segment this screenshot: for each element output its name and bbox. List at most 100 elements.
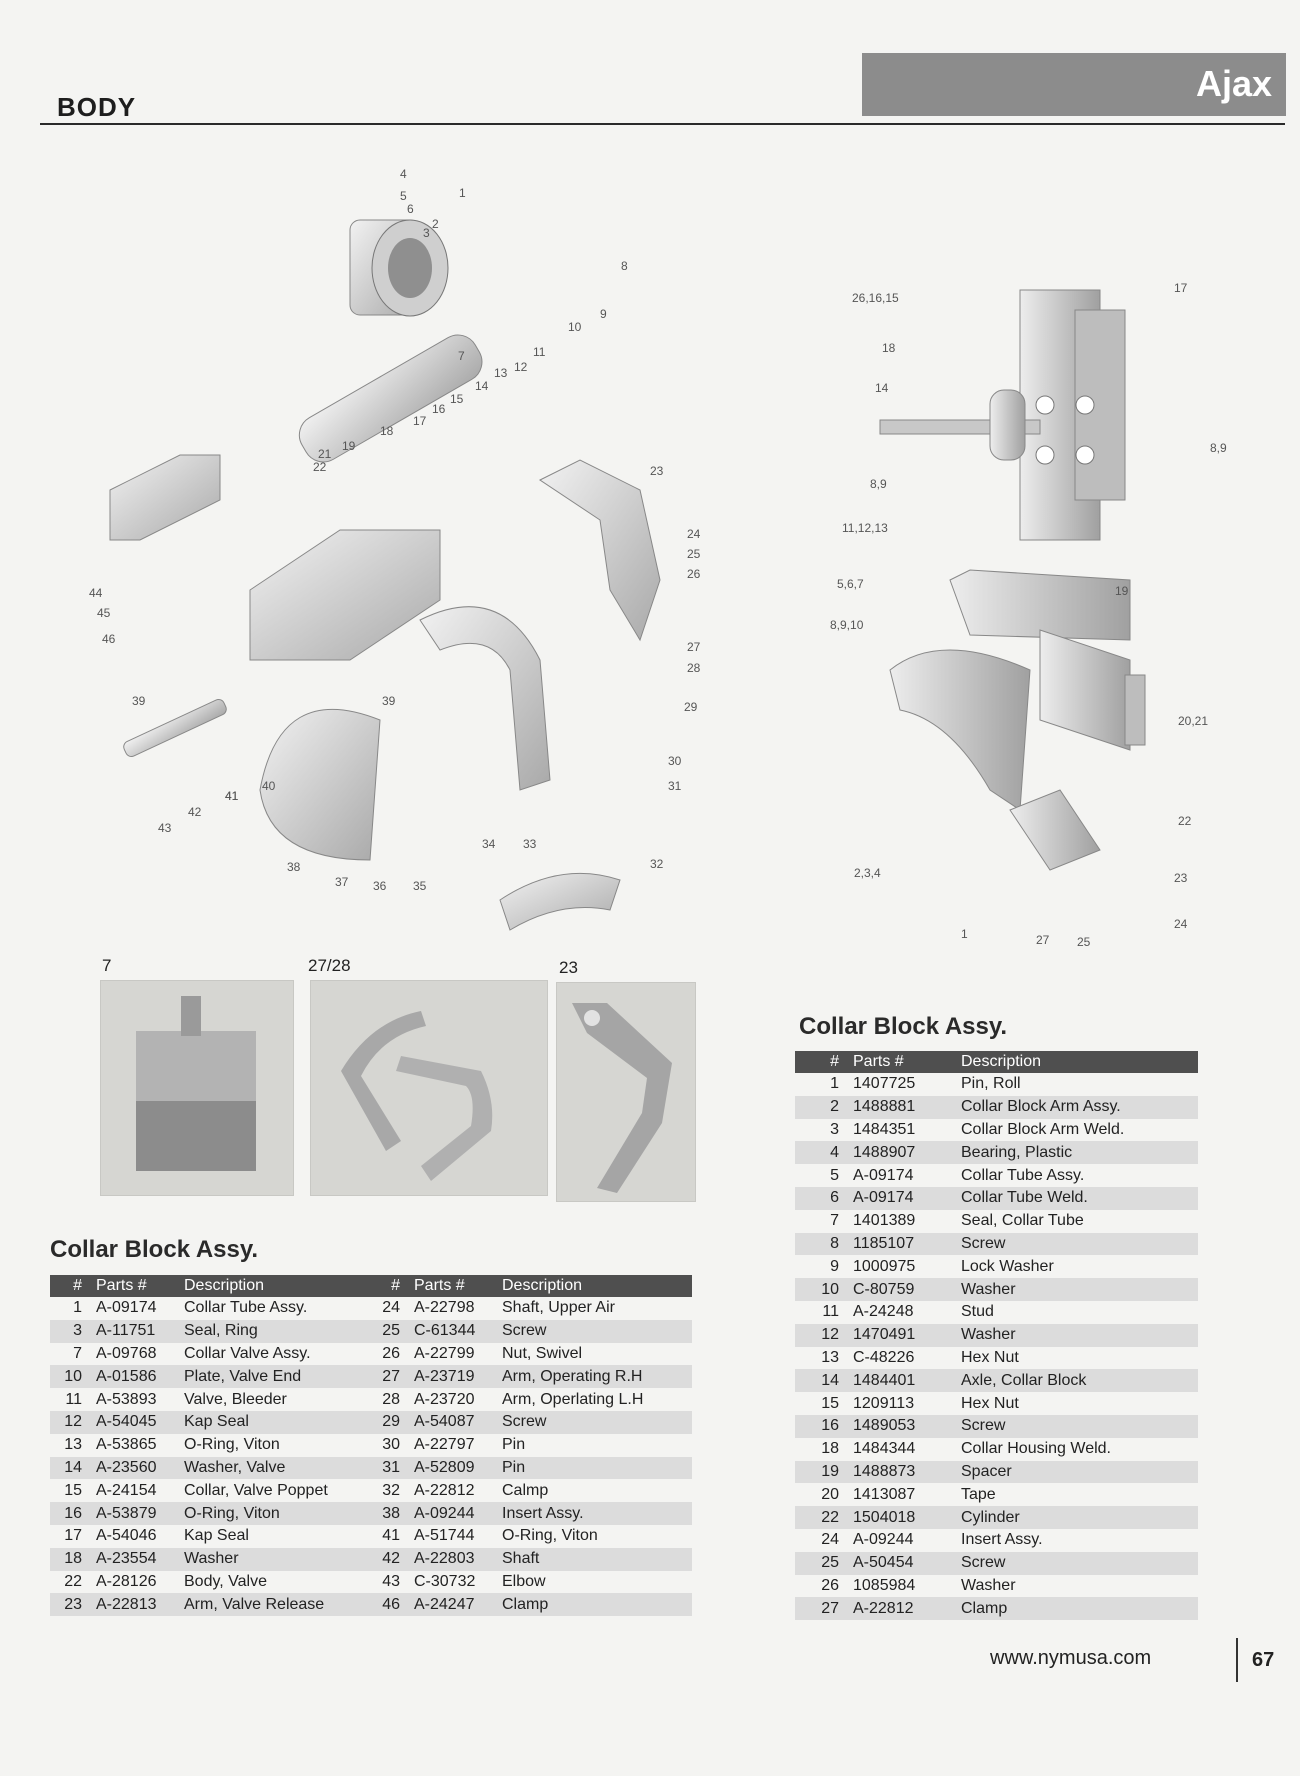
table-cell: Collar Block Arm Weld.	[961, 1120, 1125, 1138]
table-cell: Kap Seal	[180, 1410, 368, 1434]
table-cell: 5	[830, 1166, 839, 1184]
table-cell: A-22812	[414, 1481, 475, 1499]
table-cell: Collar Block Arm Assy.	[957, 1095, 1198, 1119]
table-cell: Screw	[957, 1551, 1198, 1575]
footer-url[interactable]: www.nymusa.com	[990, 1647, 1152, 1669]
callout-label: 21	[318, 447, 332, 461]
table-cell: C-61344	[410, 1319, 498, 1343]
table-cell: A-22797	[414, 1436, 475, 1454]
table-cell: 25	[795, 1551, 849, 1575]
table-cell: A-22812	[849, 1597, 957, 1621]
table-cell: Hex Nut	[961, 1394, 1019, 1412]
table-cell: A-23720	[414, 1390, 475, 1408]
callout-label: 23	[650, 464, 664, 478]
table-cell: A-22803	[410, 1547, 498, 1571]
table-cell: Nut, Swivel	[502, 1344, 583, 1362]
callout-label: 3	[423, 226, 430, 240]
table-cell: 1470491	[849, 1323, 957, 1347]
operating-arms-part	[419, 606, 551, 791]
valve-body-part	[298, 334, 483, 463]
table-cell: 38	[368, 1502, 410, 1525]
table-cell: A-09174	[849, 1186, 957, 1210]
photo-operating-arms	[310, 980, 548, 1196]
table-cell: Shaft, Upper Air	[502, 1299, 615, 1317]
callout-label: 11	[533, 345, 546, 359]
table-cell: 10	[50, 1365, 92, 1389]
table-cell: 13	[821, 1348, 839, 1366]
callout-label: 11,12,13	[842, 521, 888, 535]
callout-label: 5	[400, 189, 407, 203]
callout-label: 28	[687, 661, 701, 675]
table-cell: Pin	[502, 1436, 526, 1454]
column-header: Description	[957, 1051, 1198, 1073]
table-cell: C-48226	[853, 1348, 915, 1366]
photo-label: 27/28	[308, 956, 351, 975]
table-cell: A-09768	[96, 1344, 157, 1362]
table-cell: A-09174	[853, 1166, 914, 1184]
table-cell: 1209113	[853, 1394, 915, 1412]
callout-label: 2,3,4	[854, 866, 881, 880]
callout-label: 13	[494, 366, 508, 380]
cylinder-part	[1039, 629, 1146, 751]
table-cell: A-11751	[92, 1319, 180, 1343]
table-cell: Collar Tube Weld.	[957, 1186, 1198, 1210]
table-cell: Plate, Valve End	[180, 1365, 368, 1389]
table-cell: A-53893	[96, 1390, 157, 1408]
table-cell: O-Ring, Viton	[502, 1527, 598, 1545]
table-cell: Insert Assy.	[961, 1531, 1043, 1549]
table-cell: Lock Washer	[961, 1257, 1054, 1275]
table-cell: Pin, Roll	[961, 1075, 1021, 1093]
left-table-title: Collar Block Assy.	[50, 1236, 259, 1263]
bracket-part	[109, 454, 221, 541]
callout-label: 42	[188, 805, 202, 819]
table-cell: 9	[830, 1257, 839, 1275]
table-cell: 41	[382, 1527, 400, 1545]
callout-label: 19	[342, 439, 356, 453]
footer-divider	[1236, 1638, 1238, 1682]
table-cell: 1401389	[853, 1212, 916, 1230]
table-cell: Seal, Ring	[180, 1319, 368, 1343]
table-cell: Washer, Valve	[180, 1456, 368, 1480]
table-cell: A-52809	[410, 1456, 498, 1480]
table-cell: A-24248	[853, 1303, 914, 1321]
table-cell: 24	[821, 1531, 839, 1549]
right-callouts: 26,16,15 18 14 8,9 11,12,13 17 8,9 19 5,…	[830, 281, 1227, 949]
callout-label: 1	[459, 186, 466, 200]
callout-label: 41	[225, 789, 239, 803]
table-cell: 4	[795, 1141, 849, 1165]
table-cell: Arm, Operlating L.H	[502, 1390, 644, 1408]
table-cell: 15	[64, 1481, 82, 1499]
axle-part	[879, 389, 1041, 461]
collar-block-arm-part	[889, 569, 1131, 811]
table-cell: O-Ring, Viton	[184, 1436, 280, 1454]
table-cell: 18	[50, 1547, 92, 1571]
table-cell: Calmp	[502, 1481, 549, 1499]
table-cell: 46	[368, 1593, 410, 1617]
table-cell: A-54045	[92, 1410, 180, 1434]
column-header: Description	[498, 1275, 692, 1297]
table-cell: 1484344	[853, 1440, 916, 1458]
table-cell: 1085984	[853, 1576, 916, 1594]
table-cell: 2	[795, 1095, 849, 1119]
callout-label: 31	[668, 779, 682, 793]
table-cell: Washer	[180, 1547, 368, 1571]
column-header: #	[50, 1275, 92, 1297]
exploded-diagram-right: 26,16,15 18 14 8,9 11,12,13 17 8,9 19 5,…	[830, 281, 1227, 949]
brand-tab: Ajax	[862, 53, 1286, 116]
callout-label: 8	[621, 259, 628, 273]
callout-label: 24	[687, 527, 701, 541]
